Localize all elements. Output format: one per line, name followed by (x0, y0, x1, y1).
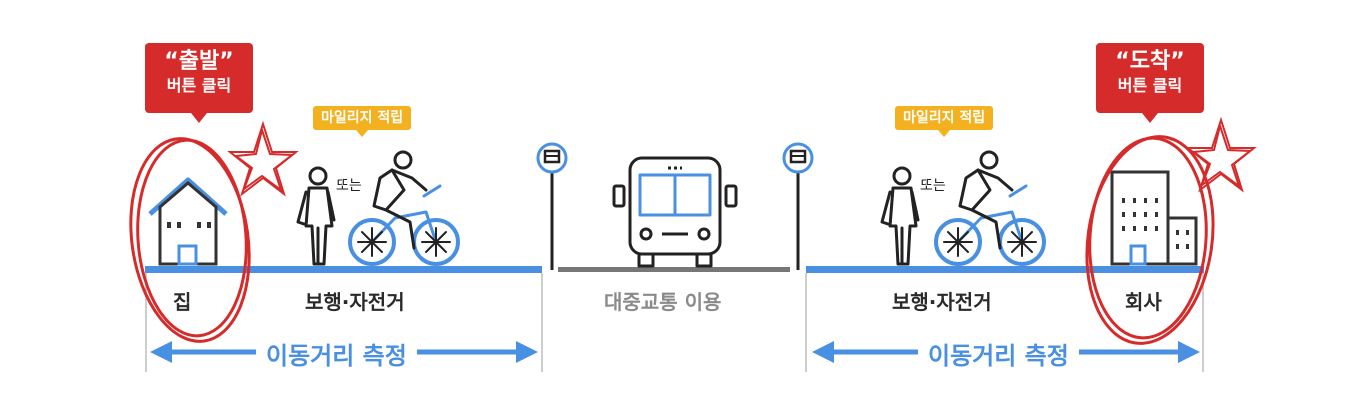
transit-label: 대중교통 이용 (604, 290, 722, 314)
cyclist-icon-right (934, 150, 1046, 266)
bus-stop-icon-right (782, 142, 814, 270)
star-doodle-icon (227, 120, 299, 197)
walk-bike-label-right: 보행·자전거 (892, 290, 992, 314)
pedestrian-icon (296, 166, 336, 266)
segment-separators (145, 273, 1204, 372)
or-label-left: 또는 (336, 178, 362, 194)
measure-label-left: 이동거리 측정 (256, 336, 417, 371)
arrive-title: “도착” (1115, 49, 1185, 74)
depart-callout: “출발” 버튼 클릭 (145, 43, 253, 123)
arrive-callout: “도착” 버튼 클릭 (1096, 43, 1204, 123)
depart-title: “출발” (164, 49, 234, 74)
cyclist-icon (348, 150, 460, 266)
red-highlight-circle-right (1085, 135, 1215, 345)
walk-road-left (145, 266, 542, 273)
office-building-icon (1110, 170, 1198, 266)
bus-stop-icon (536, 142, 568, 270)
arrive-sub: 버튼 클릭 (1117, 76, 1183, 95)
depart-sub: 버튼 클릭 (166, 76, 232, 95)
company-label: 회사 (1125, 290, 1162, 314)
measure-label-right: 이동거리 측정 (918, 336, 1079, 371)
transit-road (558, 267, 790, 272)
house-icon (148, 177, 228, 266)
red-highlight-circle-left (129, 137, 251, 343)
walk-road-right (806, 266, 1204, 273)
or-label-right: 또는 (920, 178, 946, 194)
home-label: 집 (173, 290, 192, 314)
bus-icon (612, 156, 738, 268)
star-doodle-icon-right (1185, 116, 1257, 193)
pedestrian-icon-right (880, 166, 920, 266)
walk-bike-label-left: 보행·자전거 (305, 290, 405, 314)
mileage-badge-right: 마일리지 적립 (895, 106, 994, 137)
mileage-badge-left: 마일리지 적립 (313, 106, 412, 137)
